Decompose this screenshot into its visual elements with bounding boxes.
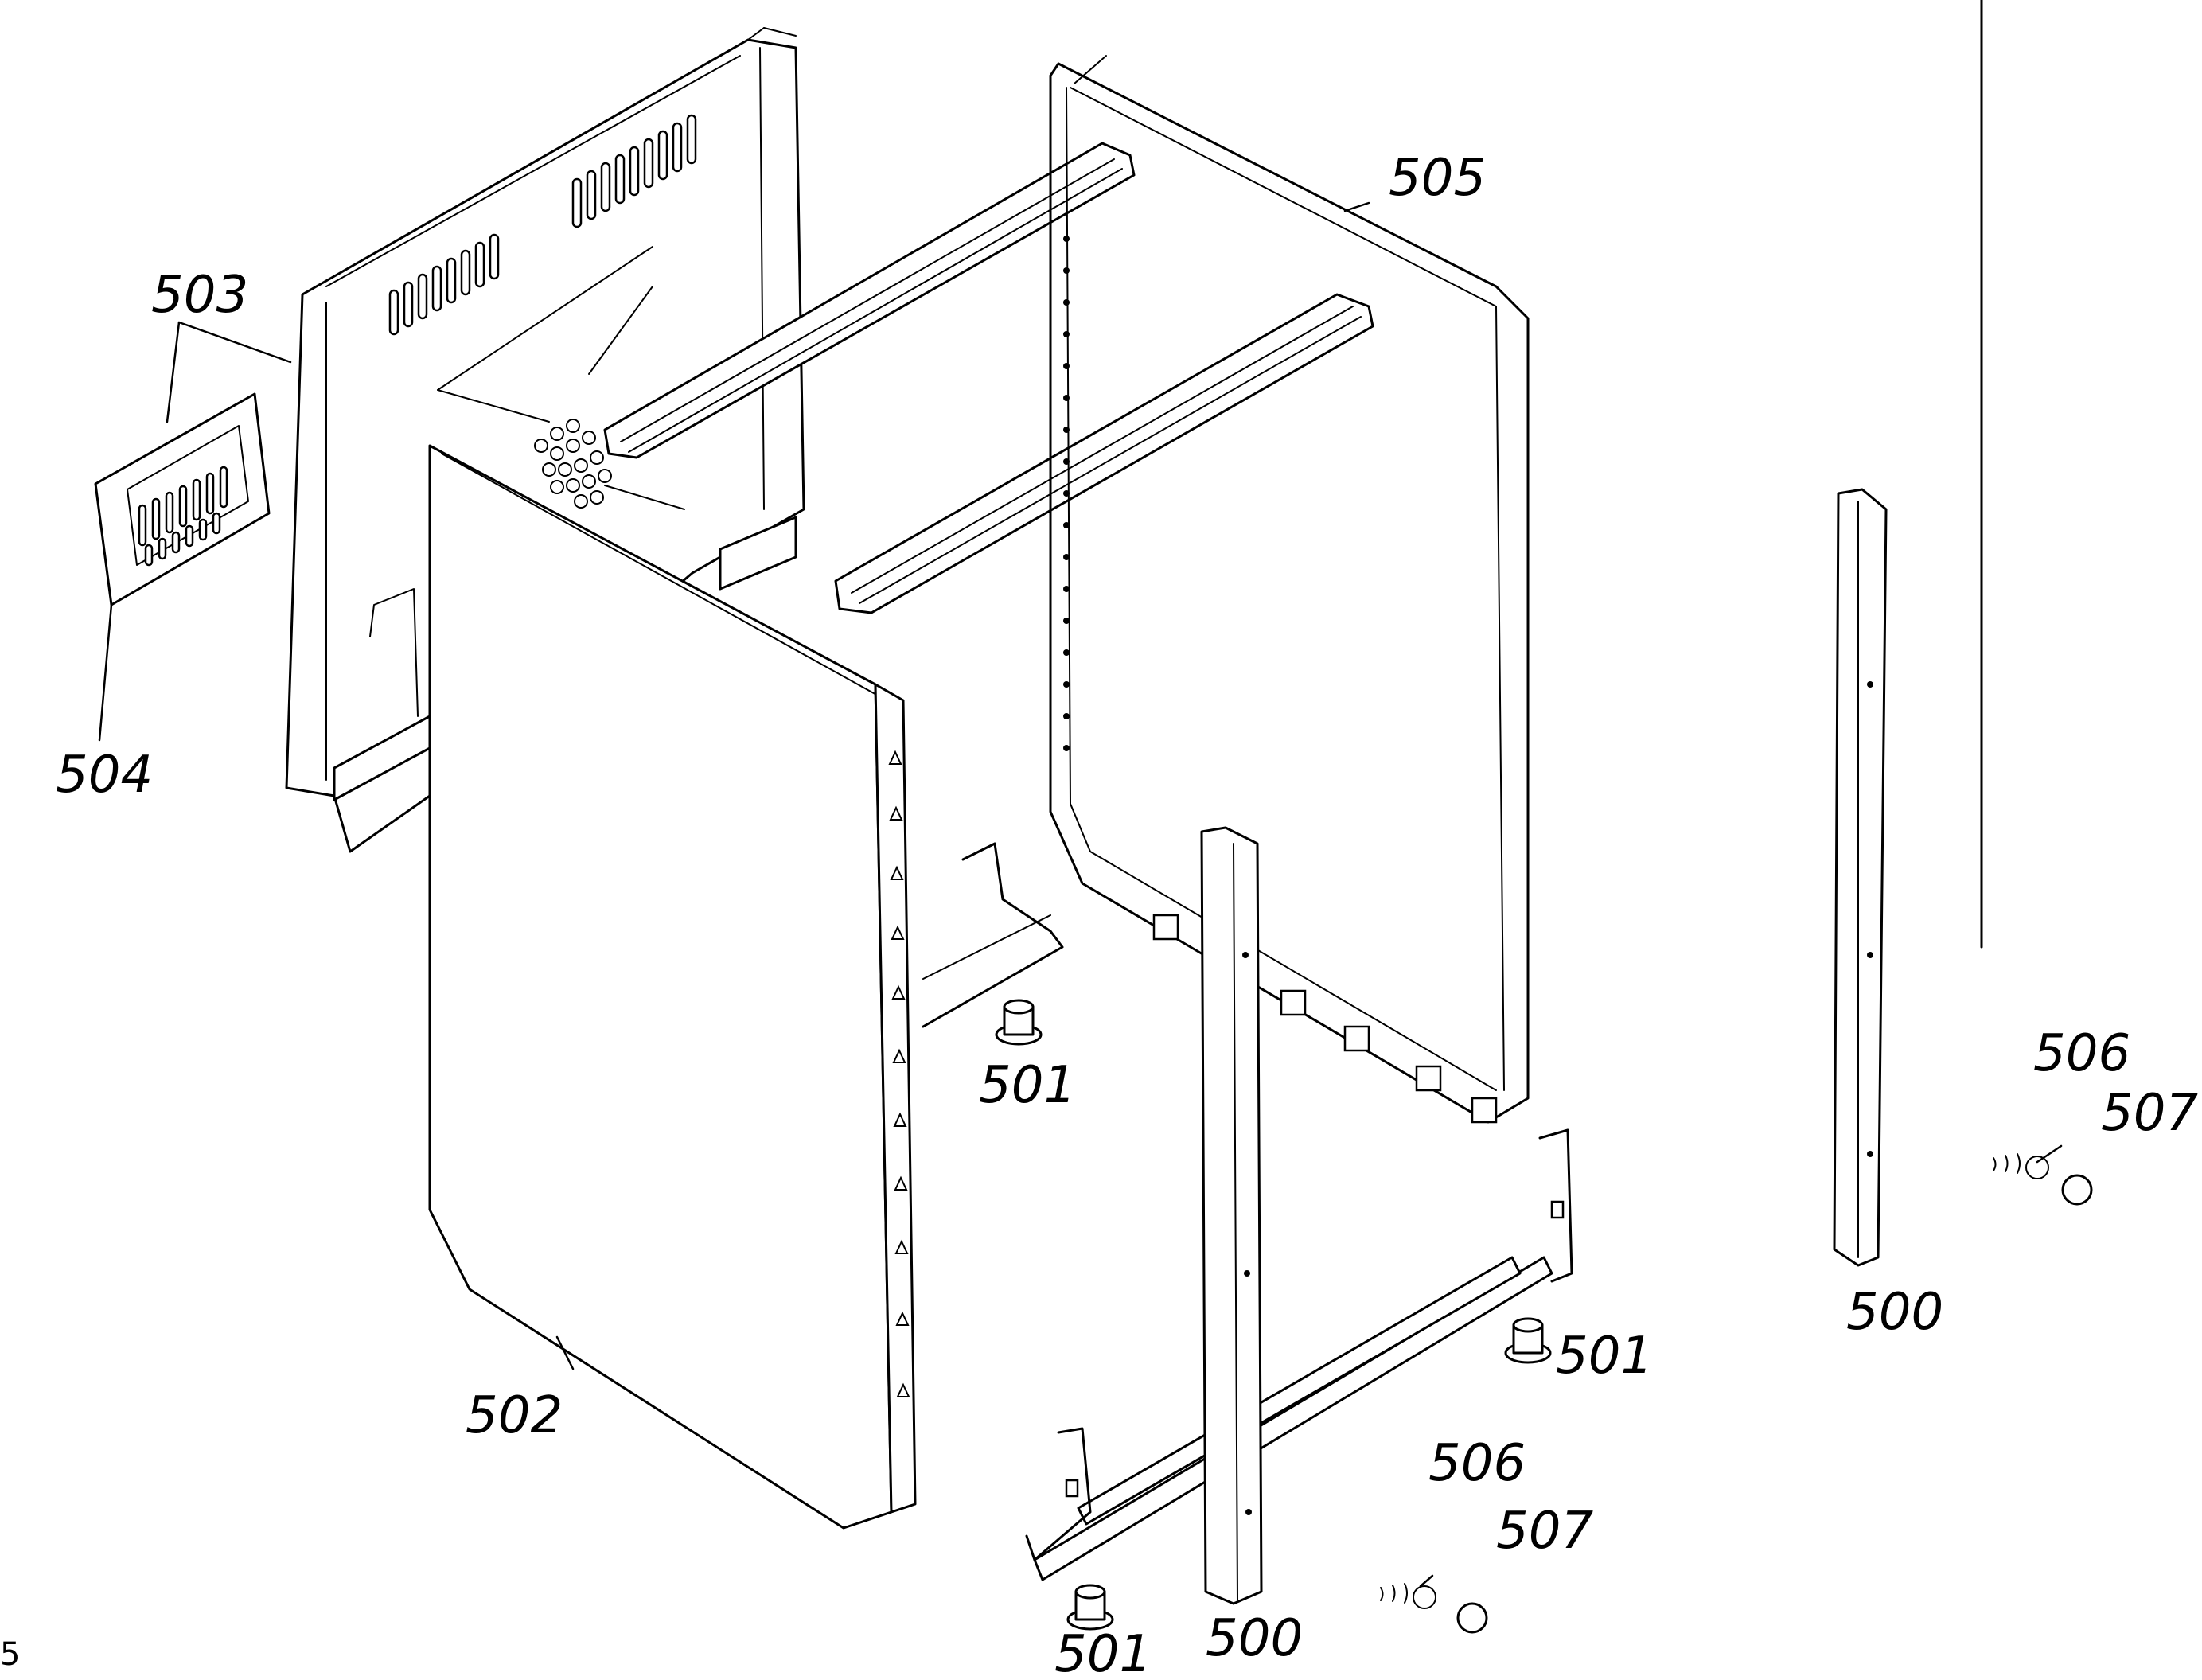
label-502: 502	[466, 1386, 563, 1445]
front-upright-post	[1200, 826, 1263, 1605]
bottom-frame-rail	[1025, 1128, 1573, 1581]
side-panel-flange	[874, 683, 917, 1514]
flange-arrow-marks	[888, 750, 910, 1397]
label-503: 503	[151, 266, 248, 325]
corner-mark: 5	[0, 1636, 20, 1673]
right-upright-post	[1833, 488, 1888, 1267]
hinge-bracket	[922, 842, 1064, 1028]
heater-slots	[138, 466, 228, 567]
back-panel-right-tab	[719, 516, 797, 591]
frame-bottom-brackets	[1152, 914, 1498, 1124]
leader-lines	[98, 201, 2063, 1588]
label-506-right: 506	[2033, 1024, 2130, 1083]
label-500-right: 500	[1846, 1283, 1943, 1342]
label-506-bottom: 506	[1428, 1434, 1526, 1493]
heater-cover-plate	[94, 392, 271, 606]
side-frame-panel	[1049, 55, 1530, 1124]
label-504: 504	[56, 746, 153, 805]
top-rail-upper	[603, 142, 1136, 459]
foot-center	[995, 999, 1043, 1046]
cap-right	[2061, 1174, 2093, 1206]
left-side-panel	[428, 444, 917, 1530]
label-501-bottom: 501	[1054, 1625, 1152, 1680]
screw-right	[1993, 1153, 2049, 1179]
vent-slots-lower	[388, 233, 500, 336]
label-501-right: 501	[1556, 1327, 1653, 1386]
label-500-front: 500	[1206, 1609, 1303, 1668]
vent-slots-upper	[571, 114, 697, 228]
label-505: 505	[1389, 149, 1486, 208]
back-panel	[285, 27, 805, 853]
label-507-bottom: 507	[1496, 1502, 1593, 1561]
foot-right	[1504, 1317, 1552, 1364]
label-501-center: 501	[979, 1056, 1076, 1115]
top-rail-lower	[834, 293, 1374, 614]
foot-bottom	[1066, 1584, 1114, 1631]
frame-holes-column	[1063, 236, 1070, 751]
label-507-right: 507	[2101, 1084, 2198, 1143]
fan-perforation-area	[437, 246, 685, 510]
screw-bottom	[1380, 1583, 1436, 1609]
cap-bottom	[1456, 1602, 1488, 1634]
